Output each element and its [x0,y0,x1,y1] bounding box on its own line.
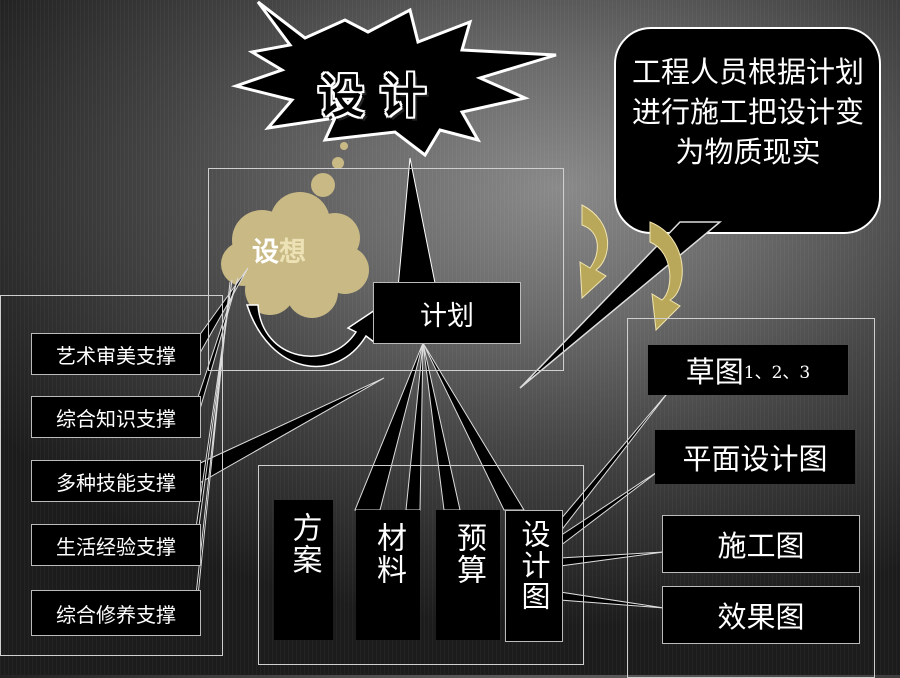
support-label: 多种技能支撑 [56,470,176,495]
sketch-numbers: 1、2、3 [743,362,811,383]
drawing-box-plan-view: 平面设计图 [655,430,855,484]
support-label: 生活经验支撑 [56,534,176,559]
top-frame [208,168,564,371]
drawing-box-construction: 施工图 [662,515,860,573]
drawing-box-effect: 效果图 [662,586,860,644]
support-box-3: 多种技能支撑 [31,460,201,502]
title-starburst [230,0,557,158]
plan-item-design-drawing: 设计图 [505,510,563,642]
bottom-frame [258,465,584,665]
support-label: 艺术审美支撑 [56,343,176,368]
left-frame [0,295,223,656]
effect-label: 效果图 [717,600,805,634]
plan-item-label: 设计图 [517,519,551,612]
design-title: 设计 [318,69,442,123]
thought-dot-large [311,173,335,197]
plan-view-label: 平面设计图 [682,442,828,476]
support-box-5: 综合修养支撑 [31,590,201,636]
yellow-arrow-left [579,204,608,300]
idea-label-part1: 设 [252,237,279,268]
support-box-4: 生活经验支撑 [31,524,201,566]
plan-label: 计划 [420,300,474,332]
support-box-2: 综合知识支撑 [31,396,201,438]
thought-dot-medium [332,157,344,169]
support-label: 综合知识支撑 [56,406,176,431]
idea-label-part2: 想 [279,237,306,268]
thought-dot-small [340,142,348,150]
support-label: 综合修养支撑 [56,602,176,627]
plan-item-budget: 预算 [436,510,500,640]
callout-text: 工程人员根据计划进行施工把设计变为物质现实 [631,55,864,169]
construction-label: 施工图 [717,529,805,563]
support-box-1: 艺术审美支撑 [31,333,201,375]
idea-label: 设想 [252,230,306,269]
plan-item-materials: 材料 [356,510,420,640]
plan-item-label: 方案 [286,512,322,576]
plan-item-label: 材料 [371,522,406,586]
plan-box: 计划 [373,282,521,344]
callout-bubble [614,27,881,234]
plan-item-label: 预算 [451,522,486,586]
idea-cloud [221,192,369,318]
sketch-label: 草图 [685,355,744,389]
plan-item-scheme: 方案 [274,500,333,640]
